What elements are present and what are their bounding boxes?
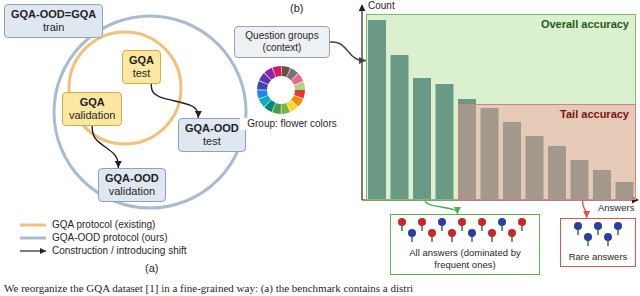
legend-sample xyxy=(18,233,48,243)
legend-sample xyxy=(18,220,48,230)
ring-segment xyxy=(262,71,300,109)
y-axis xyxy=(361,5,362,200)
legend-line xyxy=(20,250,46,251)
ring-segment xyxy=(262,71,300,109)
accuracy-region: Tail accuracy xyxy=(458,104,636,200)
ring-segment xyxy=(262,71,300,109)
legend-line xyxy=(20,223,46,226)
legend-text: Construction / introducing shift xyxy=(52,244,187,257)
gqa-protocol-circle xyxy=(69,32,181,144)
ring-segment xyxy=(262,71,300,109)
ring-segment xyxy=(262,71,300,109)
ring-segment xyxy=(262,71,300,109)
roses-all xyxy=(398,218,526,242)
connector-arrow xyxy=(92,126,118,168)
legend-text: GQA-OOD protocol (ours) xyxy=(52,231,168,244)
dataset-box: GQAvalidation xyxy=(62,92,122,126)
question-group-ring xyxy=(262,71,300,109)
connector-arrow xyxy=(425,200,457,214)
node-text: GQA-OOD xyxy=(185,122,239,135)
node-text: train xyxy=(11,21,96,34)
node-text: Tail accuracy xyxy=(465,108,629,121)
roses-rare xyxy=(574,222,622,246)
node-text: validation xyxy=(69,109,115,122)
node-text: GQA xyxy=(129,54,154,67)
dataset-box: GQA-OOD=GQAtrain xyxy=(4,4,103,38)
figure-caption: We reorganize the GQA dataset [1] in a f… xyxy=(4,282,413,295)
node-text: test xyxy=(129,67,154,80)
connector-arrow xyxy=(151,84,198,118)
node-text: validation xyxy=(105,185,159,198)
node-text: Rare answers xyxy=(565,251,631,263)
accuracy-region: Overall accuracyTail accuracy xyxy=(366,14,636,200)
node-text: Overall accuracy xyxy=(373,18,629,31)
axis-label: Answers xyxy=(598,202,634,214)
ring-segment xyxy=(262,71,300,109)
context-box: Question groups (context) xyxy=(234,26,330,58)
legend: GQA protocol (existing)GQA-OOD protocol … xyxy=(18,218,187,257)
node-text: GQA-OOD=GQA xyxy=(11,8,96,21)
panel-letter: (b) xyxy=(290,2,303,15)
ring-segment xyxy=(262,71,300,109)
legend-line xyxy=(20,236,46,239)
ring-segment xyxy=(262,71,300,109)
dataset-box: GQA-OODtest xyxy=(178,118,246,152)
ring-segment xyxy=(262,71,300,109)
connector-arrow xyxy=(583,200,587,218)
node-text: All answers (dominated by frequent ones) xyxy=(395,247,535,271)
legend-item: Construction / introducing shift xyxy=(18,244,187,257)
node-text: Question groups (context) xyxy=(241,30,323,54)
legend-text: GQA protocol (existing) xyxy=(52,218,155,231)
ring-segment xyxy=(262,71,300,109)
image-panel: Rare answers xyxy=(560,218,636,267)
node-text: GQA-OOD xyxy=(105,172,159,185)
ring-segment xyxy=(262,71,300,109)
image-panel: All answers (dominated by frequent ones) xyxy=(390,214,540,275)
axis-label: Count xyxy=(368,0,395,12)
node-text: GQA xyxy=(69,96,115,109)
dataset-box: GQAtest xyxy=(122,50,161,84)
legend-sample xyxy=(18,246,48,256)
ring-segment xyxy=(262,71,300,109)
node-text: test xyxy=(185,135,239,148)
dataset-box: GQA-OODvalidation xyxy=(98,168,166,202)
ring-segment xyxy=(262,71,300,109)
connector-arrow xyxy=(330,42,366,61)
ring-segment xyxy=(262,71,300,109)
legend-item: GQA-OOD protocol (ours) xyxy=(18,231,187,244)
group-label: Group: flower colors xyxy=(240,118,344,130)
panel-letter: (a) xyxy=(145,262,158,275)
legend-item: GQA protocol (existing) xyxy=(18,218,187,231)
ood-protocol-circle xyxy=(54,16,246,208)
ring-segment xyxy=(262,71,300,109)
